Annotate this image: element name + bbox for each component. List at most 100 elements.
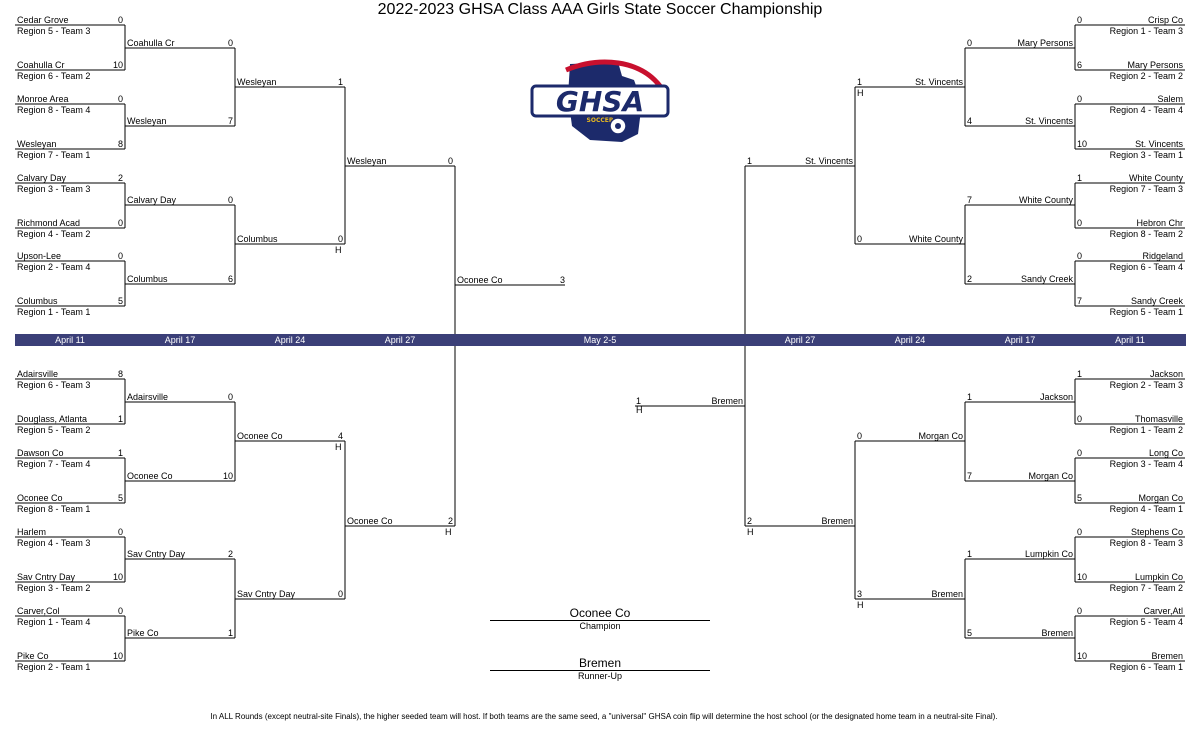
team-name: Columbus bbox=[127, 274, 168, 284]
team-name: Carver,Col bbox=[17, 606, 60, 616]
team-score: 5 bbox=[117, 493, 123, 503]
runner-up-label: Runner-Up bbox=[490, 670, 710, 681]
team-score: 0 bbox=[227, 38, 233, 48]
team-score: 0 bbox=[967, 38, 973, 48]
team-score: 1 bbox=[967, 549, 973, 559]
team-name: Morgan Co bbox=[918, 431, 963, 441]
team-seed: Region 6 - Team 4 bbox=[1109, 262, 1183, 272]
team-name: Carver,Atl bbox=[1143, 606, 1183, 616]
team-score: 1 bbox=[337, 77, 343, 87]
champion-label: Champion bbox=[490, 620, 710, 631]
team-score: 8 bbox=[117, 369, 123, 379]
team-name: White County bbox=[1128, 173, 1183, 183]
date-bar bbox=[15, 334, 1186, 346]
team-name: Wesleyan bbox=[237, 77, 277, 87]
team-score: 0 bbox=[117, 251, 123, 261]
team-name: Monroe Area bbox=[17, 94, 69, 104]
team-score: 0 bbox=[117, 527, 123, 537]
team-seed: Region 4 - Team 4 bbox=[1109, 105, 1183, 115]
team-name: Bremen bbox=[1041, 628, 1073, 638]
team-name: Salem bbox=[1157, 94, 1183, 104]
team-seed: Region 2 - Team 1 bbox=[17, 662, 91, 672]
team-score: 3 bbox=[857, 589, 863, 599]
champion-block: Oconee Co Champion bbox=[490, 606, 710, 631]
team-name: Calvary Day bbox=[127, 195, 177, 205]
team-score: 7 bbox=[967, 471, 973, 481]
team-name: Wesleyan bbox=[347, 156, 387, 166]
team-score: 3 bbox=[559, 275, 565, 285]
team-seed: Region 5 - Team 3 bbox=[17, 26, 91, 36]
team-name: White County bbox=[1018, 195, 1073, 205]
team-seed: Region 1 - Team 2 bbox=[1109, 425, 1183, 435]
team-score: 0 bbox=[117, 606, 123, 616]
team-name: Sav Cntry Day bbox=[17, 572, 76, 582]
team-name: Calvary Day bbox=[17, 173, 67, 183]
team-name: Wesleyan bbox=[17, 139, 57, 149]
team-name: Lumpkin Co bbox=[1134, 572, 1183, 582]
team-score: 0 bbox=[227, 195, 233, 205]
team-score: 1 bbox=[117, 414, 123, 424]
host-marker: H bbox=[857, 600, 864, 610]
team-score: 0 bbox=[1077, 94, 1083, 104]
round-date: April 24 bbox=[894, 335, 926, 345]
team-name: Oconee Co bbox=[347, 516, 393, 526]
team-name: Bremen bbox=[711, 396, 743, 406]
team-name: Jackson bbox=[1149, 369, 1183, 379]
team-name: Sandy Creek bbox=[1130, 296, 1183, 306]
team-score: 6 bbox=[1077, 60, 1083, 70]
ghsa-soccer-logo-icon: GHSA SOCCER bbox=[530, 56, 670, 144]
round-date: April 17 bbox=[164, 335, 196, 345]
team-name: Coahulla Cr bbox=[127, 38, 175, 48]
host-marker: H bbox=[747, 527, 754, 537]
team-score: 0 bbox=[447, 156, 453, 166]
team-name: Pike Co bbox=[17, 651, 49, 661]
team-score: 6 bbox=[227, 274, 233, 284]
team-seed: Region 1 - Team 4 bbox=[17, 617, 91, 627]
round-date: April 24 bbox=[274, 335, 306, 345]
team-name: Morgan Co bbox=[1028, 471, 1073, 481]
team-seed: Region 6 - Team 2 bbox=[17, 71, 91, 81]
team-score: 8 bbox=[117, 139, 123, 149]
team-name: Columbus bbox=[17, 296, 58, 306]
team-score: 2 bbox=[967, 274, 973, 284]
page-title: 2022-2023 GHSA Class AAA Girls State Soc… bbox=[377, 1, 823, 18]
logo-text: GHSA bbox=[556, 85, 644, 118]
team-name: Oconee Co bbox=[237, 431, 283, 441]
team-score: 1 bbox=[227, 628, 233, 638]
team-score: 7 bbox=[1077, 296, 1083, 306]
team-seed: Region 4 - Team 2 bbox=[17, 229, 91, 239]
footnote: In ALL Rounds (except neutral-site Final… bbox=[210, 712, 998, 721]
team-name: Bremen bbox=[931, 589, 963, 599]
team-name: Cedar Grove bbox=[17, 15, 69, 25]
team-name: Stephens Co bbox=[1130, 527, 1183, 537]
team-name: Bremen bbox=[821, 516, 853, 526]
team-name: Douglass, Atlanta bbox=[17, 414, 88, 424]
team-seed: Region 8 - Team 3 bbox=[1109, 538, 1183, 548]
team-name: Oconee Co bbox=[457, 275, 503, 285]
logo-subtext: SOCCER bbox=[587, 117, 614, 124]
team-name: Pike Co bbox=[127, 628, 159, 638]
team-name: Thomasville bbox=[1134, 414, 1183, 424]
team-score: 2 bbox=[747, 516, 753, 526]
team-name: Richmond Acad bbox=[17, 218, 81, 228]
team-score: 5 bbox=[967, 628, 973, 638]
team-score: 10 bbox=[1077, 572, 1088, 582]
team-score: 0 bbox=[337, 589, 343, 599]
team-score: 0 bbox=[1077, 527, 1083, 537]
team-name: Long Co bbox=[1148, 448, 1183, 458]
team-seed: Region 5 - Team 1 bbox=[1109, 307, 1183, 317]
team-seed: Region 7 - Team 4 bbox=[17, 459, 91, 469]
team-seed: Region 6 - Team 1 bbox=[1109, 662, 1183, 672]
team-score: 2 bbox=[117, 173, 123, 183]
team-score: 7 bbox=[967, 195, 973, 205]
team-score: 0 bbox=[1077, 448, 1083, 458]
team-score: 1 bbox=[967, 392, 973, 402]
team-score: 0 bbox=[1077, 15, 1083, 25]
team-seed: Region 4 - Team 1 bbox=[1109, 504, 1183, 514]
team-score: 5 bbox=[1077, 493, 1083, 503]
team-name: St. Vincents bbox=[1025, 116, 1073, 126]
team-score: 0 bbox=[1077, 218, 1083, 228]
team-score: 10 bbox=[112, 651, 123, 661]
team-name: White County bbox=[908, 234, 963, 244]
team-name: Bremen bbox=[1151, 651, 1183, 661]
